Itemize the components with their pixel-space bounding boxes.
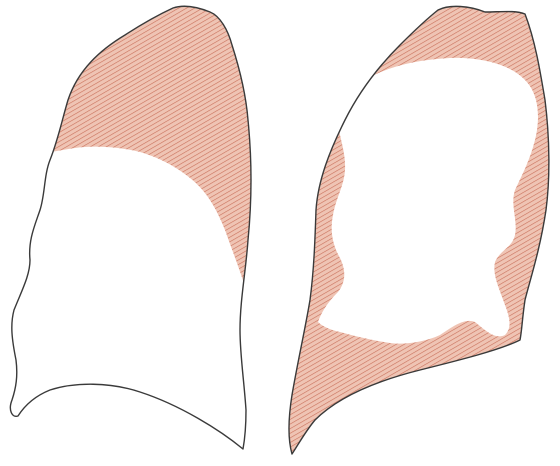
left-lung-shaded-region (0, 0, 300, 290)
left-lung (0, 0, 300, 449)
right-lung (260, 0, 560, 466)
